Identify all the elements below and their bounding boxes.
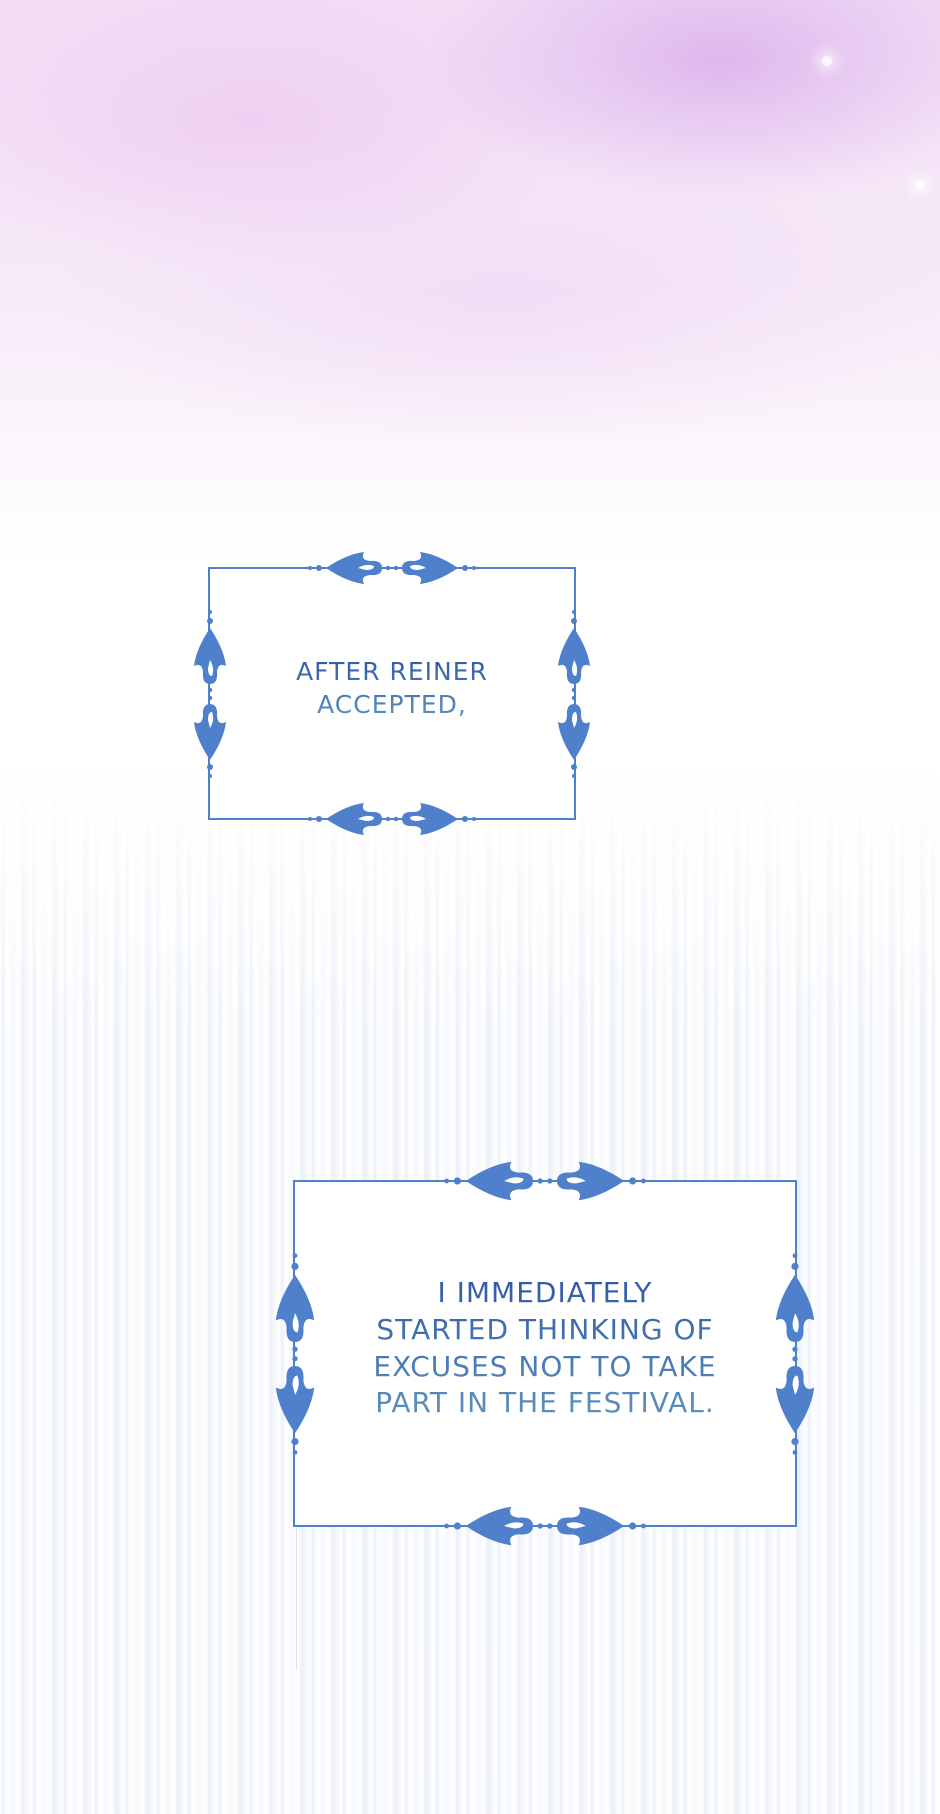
sparkle bbox=[822, 56, 832, 66]
ornament-icon bbox=[435, 1502, 655, 1550]
narration-text: I IMMEDIATELY STARTED THINKING OF EXCUSE… bbox=[373, 1275, 716, 1423]
pink-haze-background bbox=[0, 0, 940, 560]
ornament-icon bbox=[771, 1244, 819, 1464]
narration-box-2: I IMMEDIATELY STARTED THINKING OF EXCUSE… bbox=[293, 1180, 797, 1527]
ornament-icon bbox=[190, 604, 230, 784]
narration-text: AFTER REINER ACCEPTED, bbox=[296, 655, 488, 721]
narration-line: ACCEPTED, bbox=[317, 689, 467, 719]
narration-line: PART IN THE FESTIVAL. bbox=[375, 1386, 715, 1420]
narration-line: STARTED THINKING OF bbox=[376, 1312, 714, 1346]
ornament-icon bbox=[271, 1244, 319, 1464]
ornament-icon bbox=[554, 604, 594, 784]
ornament-icon bbox=[435, 1157, 655, 1205]
narration-box-1: AFTER REINER ACCEPTED, bbox=[208, 567, 576, 820]
narration-line: I IMMEDIATELY bbox=[437, 1275, 653, 1309]
ornament-icon bbox=[302, 548, 482, 588]
ornament-icon bbox=[302, 799, 482, 839]
sparkle bbox=[915, 180, 925, 190]
tassel-sketch bbox=[296, 1480, 337, 1670]
narration-line: AFTER REINER bbox=[296, 656, 488, 686]
narration-line: EXCUSES NOT TO TAKE bbox=[373, 1349, 717, 1383]
